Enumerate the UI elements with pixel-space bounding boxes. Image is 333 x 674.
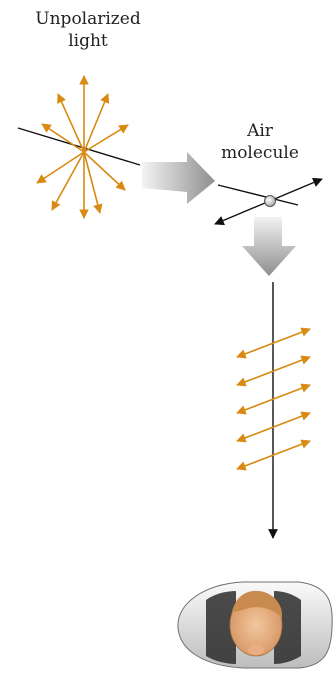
molecule-axis-line bbox=[217, 184, 299, 206]
unpolarized-label-line2: light bbox=[68, 31, 108, 51]
air-molecule-label-line2: molecule bbox=[221, 143, 299, 163]
flow-arrow-down bbox=[242, 217, 296, 276]
air-molecule-label-line1: Air bbox=[247, 121, 273, 141]
unpolarized-label-line1: Unpolarized bbox=[35, 9, 141, 29]
person-head-icon bbox=[177, 581, 333, 669]
unpolarized-light-label: Unpolarized light bbox=[18, 8, 158, 52]
unpolarized-starburst bbox=[36, 75, 129, 219]
flow-arrow-to-molecule bbox=[142, 152, 215, 204]
source-axis-line bbox=[17, 127, 141, 166]
polarized-field-arrows bbox=[236, 327, 311, 471]
air-molecule-label: Air molecule bbox=[205, 120, 315, 164]
molecule-dot-icon bbox=[264, 195, 276, 207]
